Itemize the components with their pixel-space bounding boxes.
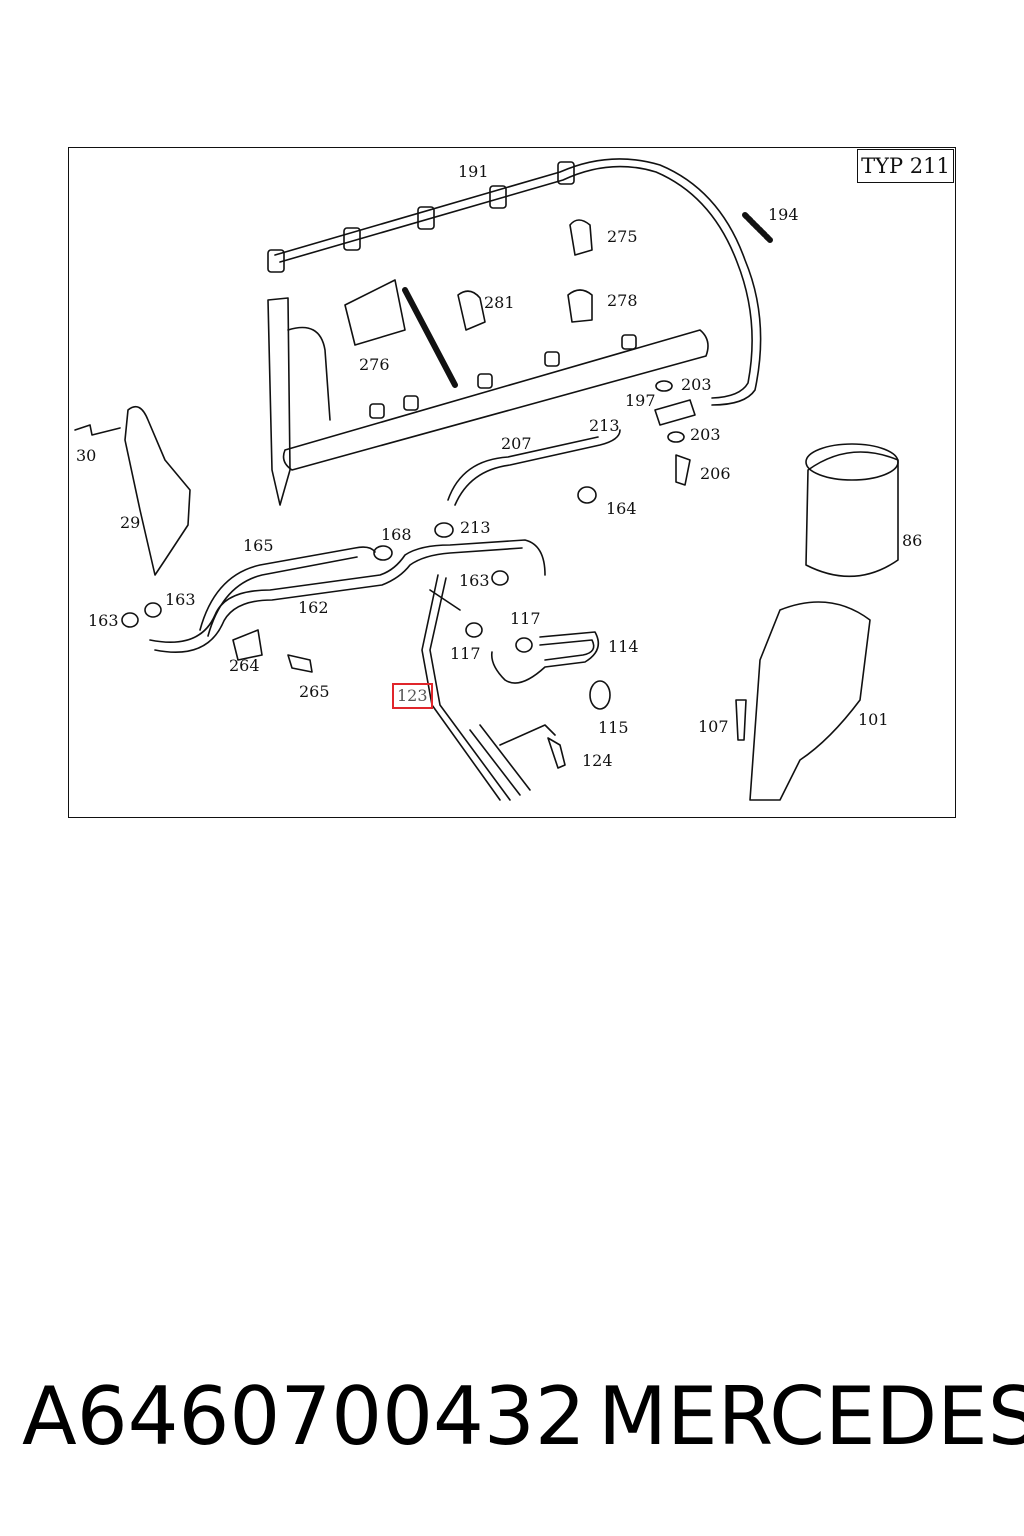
connectors-191 xyxy=(267,161,575,273)
callout-124: 124 xyxy=(582,751,613,770)
callout-164: 164 xyxy=(606,499,637,518)
part-number: A6460700432 xyxy=(22,1370,586,1463)
callout-276: 276 xyxy=(359,355,390,374)
clamp-163-c xyxy=(491,570,509,586)
callout-163-c: 163 xyxy=(459,571,490,590)
bolt-30 xyxy=(74,424,121,436)
bolt-124 xyxy=(547,737,566,769)
housing-101 xyxy=(749,601,871,801)
callout-194: 194 xyxy=(768,205,799,224)
bracket-29 xyxy=(124,405,191,576)
type-label: TYP 211 xyxy=(857,149,954,183)
callout-117-b: 117 xyxy=(450,644,481,663)
callout-275: 275 xyxy=(607,227,638,246)
callout-207: 207 xyxy=(501,434,532,453)
callout-117-a: 117 xyxy=(510,609,541,628)
brand-name: MERCEDES xyxy=(598,1370,1024,1463)
clamp-278 xyxy=(567,289,593,323)
return-line-191 xyxy=(274,158,762,406)
spring-194 xyxy=(742,212,773,243)
clamp-163-b xyxy=(144,602,162,618)
rail-ports xyxy=(369,334,637,419)
callout-101: 101 xyxy=(858,710,889,729)
clamp-276 xyxy=(344,279,406,346)
callout-162: 162 xyxy=(298,598,329,617)
callout-197: 197 xyxy=(625,391,656,410)
callout-86: 86 xyxy=(902,531,923,550)
callout-265: 265 xyxy=(299,682,330,701)
callout-29: 29 xyxy=(120,513,141,532)
callout-206: 206 xyxy=(700,464,731,483)
hose-162 xyxy=(149,539,546,643)
callout-163-b: 163 xyxy=(165,590,196,609)
footer: A6460700432 MERCEDES xyxy=(0,1370,1024,1470)
callout-123-highlighted[interactable]: 123 xyxy=(392,683,433,709)
fuel-line-123 xyxy=(421,574,501,801)
fuel-rail xyxy=(282,329,709,471)
bolt-107 xyxy=(735,699,747,741)
clamp-168 xyxy=(373,545,393,561)
callout-203-a: 203 xyxy=(681,375,712,394)
callout-213-b: 213 xyxy=(460,518,491,537)
callout-163-a: 163 xyxy=(88,611,119,630)
clamp-117-b xyxy=(515,637,533,653)
bolt-265 xyxy=(287,654,313,673)
mount-115 xyxy=(589,680,611,710)
callout-203-b: 203 xyxy=(690,425,721,444)
callout-278: 278 xyxy=(607,291,638,310)
diagram-frame xyxy=(68,147,956,818)
callout-168: 168 xyxy=(381,525,412,544)
callout-165: 165 xyxy=(243,536,274,555)
clamp-117-a xyxy=(465,622,483,638)
clamp-213 xyxy=(434,522,454,538)
callout-281: 281 xyxy=(484,293,515,312)
callout-30: 30 xyxy=(76,446,97,465)
bolt-206 xyxy=(675,454,691,486)
hose-165 xyxy=(199,546,376,631)
clamp-164 xyxy=(577,486,597,504)
bracket-264 xyxy=(232,629,263,661)
callout-115: 115 xyxy=(598,718,629,737)
callout-191: 191 xyxy=(458,162,489,181)
callout-264: 264 xyxy=(229,656,260,675)
callout-107: 107 xyxy=(698,717,729,736)
cable-tie xyxy=(402,287,458,388)
injector xyxy=(267,297,291,506)
callout-114: 114 xyxy=(608,637,639,656)
clamp-163-a xyxy=(121,612,139,628)
filter-86 xyxy=(805,451,899,578)
clamp-281 xyxy=(457,290,486,331)
hose-114 xyxy=(490,631,600,684)
callout-213-a: 213 xyxy=(589,416,620,435)
hose-207 xyxy=(454,429,621,506)
fitting-197 xyxy=(654,399,696,426)
clamp-275 xyxy=(569,219,593,256)
